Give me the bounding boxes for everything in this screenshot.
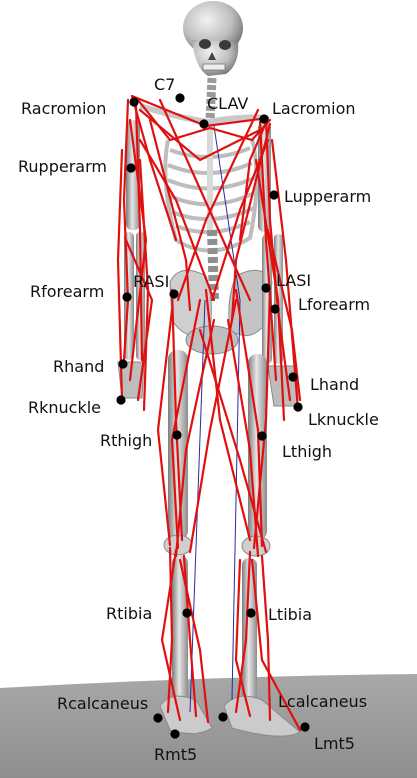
marker-dot-rthigh bbox=[172, 430, 181, 439]
marker-label-rknuckle: Rknuckle bbox=[28, 398, 101, 417]
marker-dot-c7 bbox=[175, 93, 184, 102]
marker-label-lcalcaneus: Lcalcaneus bbox=[278, 692, 367, 711]
marker-dot-lcalcaneus bbox=[218, 712, 227, 721]
marker-dot-lforearm bbox=[270, 304, 279, 313]
marker-dot-lhand bbox=[288, 372, 297, 381]
marker-dot-rhand bbox=[118, 359, 127, 368]
marker-dot-lupperarm bbox=[269, 190, 278, 199]
marker-label-rupperarm: Rupperarm bbox=[18, 157, 107, 176]
marker-label-c7: C7 bbox=[154, 75, 175, 94]
marker-dot-rupperarm bbox=[126, 163, 135, 172]
marker-label-rtibia: Rtibia bbox=[106, 604, 152, 623]
marker-dot-rforearm bbox=[122, 292, 131, 301]
marker-label-racromion: Racromion bbox=[21, 99, 106, 118]
marker-dot-rasi bbox=[169, 289, 178, 298]
marker-label-lupperarm: Lupperarm bbox=[284, 187, 371, 206]
right-leg-bones bbox=[160, 350, 212, 734]
marker-dot-lthigh bbox=[257, 431, 266, 440]
marker-label-rasi: RASI bbox=[133, 272, 169, 291]
marker-label-rmt5: Rmt5 bbox=[154, 745, 197, 764]
marker-label-lmt5: Lmt5 bbox=[314, 734, 355, 753]
marker-label-rcalcaneus: Rcalcaneus bbox=[57, 694, 148, 713]
marker-label-lforearm: Lforearm bbox=[298, 295, 370, 314]
marker-dot-lknuckle bbox=[293, 402, 302, 411]
marker-dot-lmt5 bbox=[300, 722, 309, 731]
marker-dot-racromion bbox=[129, 97, 138, 106]
marker-label-rhand: Rhand bbox=[53, 357, 104, 376]
marker-dot-rtibia bbox=[182, 608, 191, 617]
marker-dot-clav bbox=[199, 119, 208, 128]
marker-dot-rmt5 bbox=[170, 729, 179, 738]
marker-dot-ltibia bbox=[246, 608, 255, 617]
marker-dot-lasi bbox=[261, 283, 270, 292]
marker-dot-rknuckle bbox=[116, 395, 125, 404]
marker-label-ltibia: Ltibia bbox=[268, 605, 312, 624]
marker-label-lhand: Lhand bbox=[310, 375, 359, 394]
marker-label-lasi: LASI bbox=[276, 271, 311, 290]
skull bbox=[183, 1, 243, 76]
marker-label-lknuckle: Lknuckle bbox=[308, 410, 379, 429]
marker-label-rforearm: Rforearm bbox=[30, 282, 104, 301]
marker-dot-rcalcaneus bbox=[153, 713, 162, 722]
marker-label-lthigh: Lthigh bbox=[282, 442, 332, 461]
marker-dot-lacromion bbox=[259, 114, 268, 123]
marker-label-clav: CLAV bbox=[207, 94, 248, 113]
marker-label-lacromion: Lacromion bbox=[272, 99, 356, 118]
pelvis bbox=[170, 270, 272, 354]
marker-label-rthigh: Rthigh bbox=[100, 431, 152, 450]
lumbar-spine bbox=[212, 230, 214, 300]
